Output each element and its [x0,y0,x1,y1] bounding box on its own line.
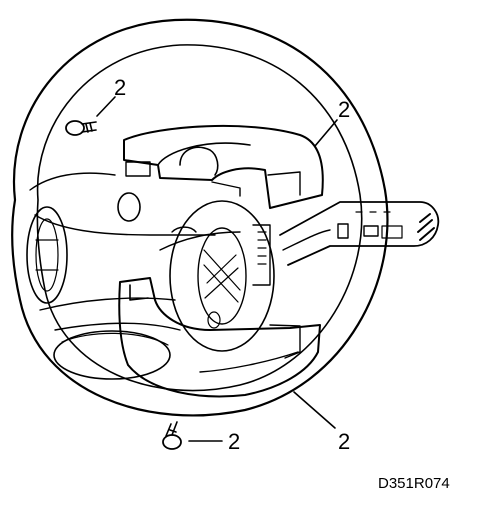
screw-bottom [162,421,182,450]
wiper-switch-stalk [279,201,440,266]
callout-screw-top: 2 [114,75,126,100]
leader-lines [96,96,338,442]
lower-shroud [118,277,321,398]
screw-top-left [65,120,97,136]
steering-wheel-spoke [26,172,216,380]
steering-column [159,200,275,352]
upper-shroud [123,124,324,209]
callout-lower-shroud: 2 [338,429,350,454]
steering-wheel-rim [11,18,389,417]
callout-screw-bottom: 2 [228,429,240,454]
callout-upper-shroud: 2 [338,97,350,122]
figure-code: D351R074 [378,475,450,492]
